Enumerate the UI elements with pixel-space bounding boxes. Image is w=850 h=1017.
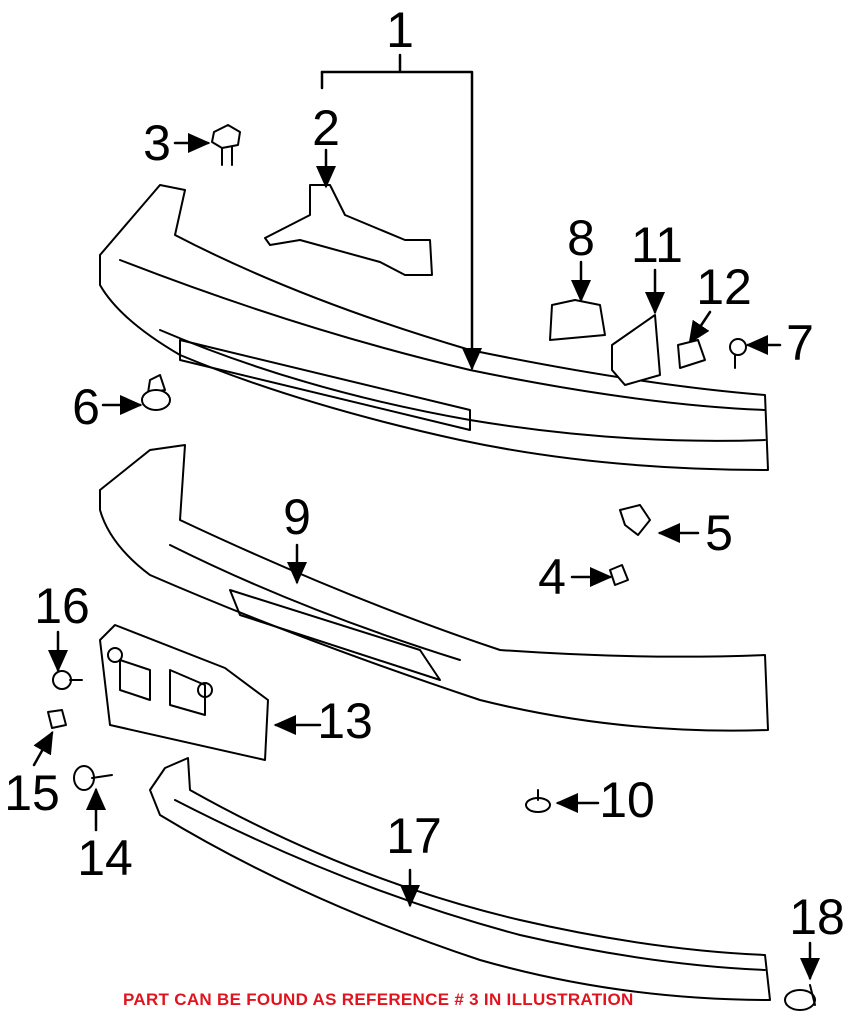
callout-16: 16 xyxy=(34,578,90,634)
callout-14: 14 xyxy=(77,830,133,886)
reference-note: PART CAN BE FOUND AS REFERENCE # 3 IN IL… xyxy=(123,990,634,1009)
callout-6: 6 xyxy=(72,379,100,435)
callout-2: 2 xyxy=(312,100,340,156)
valance-17 xyxy=(149,757,771,1001)
callout-3: 3 xyxy=(143,115,171,171)
leader-lines xyxy=(32,53,820,981)
callout-13: 13 xyxy=(317,693,373,749)
callout-12: 12 xyxy=(696,259,752,315)
callout-9: 9 xyxy=(283,489,311,545)
bumper-cover-9 xyxy=(99,444,769,732)
fasteners xyxy=(47,124,816,1011)
callout-8: 8 xyxy=(567,210,595,266)
callout-5: 5 xyxy=(705,505,733,561)
callout-4: 4 xyxy=(538,549,566,605)
callout-18: 18 xyxy=(789,889,845,945)
callout-11: 11 xyxy=(631,217,683,273)
bracket-2 xyxy=(264,184,433,276)
license-bracket-13 xyxy=(99,624,269,761)
callout-1: 1 xyxy=(386,2,414,58)
callout-17: 17 xyxy=(386,808,442,864)
callout-10: 10 xyxy=(599,772,655,828)
callout-7: 7 xyxy=(786,315,814,371)
bumper-face-bar xyxy=(99,184,769,471)
callout-15: 15 xyxy=(4,765,60,821)
